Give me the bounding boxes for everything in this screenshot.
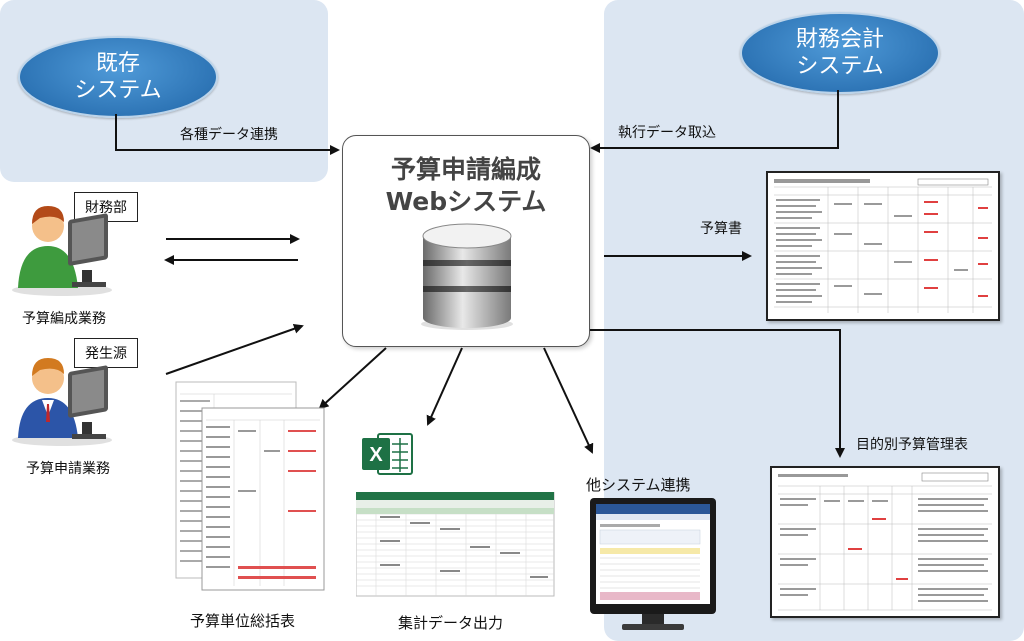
budget-book-label: 予算書 [700,221,742,237]
various-data-link-label: 各種データ連携 [180,127,278,143]
user-at-computer-icon [12,206,112,296]
finance-system-node: 財務会計 システム [740,12,940,94]
aggregate-spreadsheet-image [356,492,555,597]
aggregate-output-label: 集計データ出力 [398,614,504,632]
arrow-origin-to-center [165,323,304,375]
origin-label: 発生源 [85,346,127,362]
origin-box: 発生源 [74,338,138,368]
existing-system-node: 既存 システム [18,36,218,118]
arrow-existing-to-center [115,114,340,155]
request-work-label: 予算申請業務 [26,461,110,477]
purpose-budget-table-label: 目的別予算管理表 [856,437,968,453]
unit-summary-documents [175,381,325,591]
budget-book-table-image [774,178,992,313]
other-system-link-label: 他システム連携 [586,476,691,494]
excel-letter: X [369,444,383,466]
budget-work-label: 予算編成業務 [22,311,106,327]
excel-icon: X [362,433,413,475]
finance-dept-label: 財務部 [85,200,127,216]
user-at-computer-icon [12,358,112,446]
purpose-budget-table-document [770,466,1000,618]
arrow-finance-to-center [590,90,839,153]
purpose-table-image [778,472,992,611]
existing-system-label: 既存 システム [74,51,162,103]
budget-book-document [766,171,1000,321]
center-title-line1: 予算申請編成 [390,155,541,184]
database-icon [421,223,513,330]
center-title-line2: Webシステム [385,187,547,216]
unit-summary-label: 予算単位総括表 [190,612,296,630]
budget-web-system-node: 予算申請編成 Webシステム [342,135,590,347]
execution-data-import-label: 執行データ取込 [618,125,716,141]
monitor-icon [590,498,716,630]
finance-system-label: 財務会計 システム [795,27,884,79]
arrow-center-to-unit-summary [318,347,387,410]
arrow-center-to-purpose-table [590,329,845,458]
arrow-center-to-other-system [543,347,594,454]
arrow-center-to-aggregate [426,347,463,426]
